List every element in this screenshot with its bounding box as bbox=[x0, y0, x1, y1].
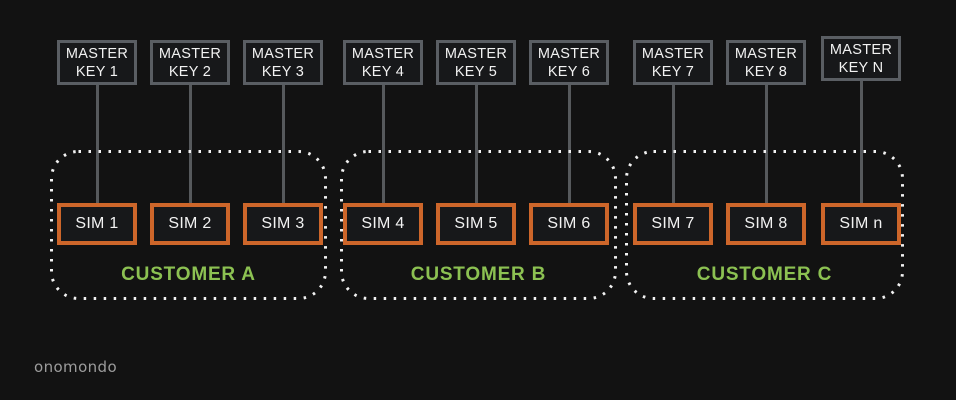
master-key-4-box: MASTER KEY 4 bbox=[343, 40, 423, 85]
sim-4-box: SIM 4 bbox=[343, 203, 423, 245]
customer-b-dotted-border bbox=[340, 150, 617, 300]
sim-1-label: SIM 1 bbox=[75, 215, 119, 232]
master-key-4-label-line1: MASTER bbox=[351, 45, 415, 62]
sim-2-box: SIM 2 bbox=[150, 203, 230, 245]
customer-c-dotted-border bbox=[625, 150, 904, 300]
sim-8-label: SIM 8 bbox=[744, 215, 788, 232]
master-key-6-label-line1: MASTER bbox=[537, 45, 601, 62]
master-key-2-box: MASTER KEY 2 bbox=[150, 40, 230, 85]
sim-6-label: SIM 6 bbox=[547, 215, 591, 232]
sim-5-label: SIM 5 bbox=[454, 215, 498, 232]
master-key-3-label-line1: MASTER bbox=[251, 45, 315, 62]
master-key-n-label-line1: MASTER bbox=[829, 41, 893, 58]
master-key-6-box: MASTER KEY 6 bbox=[529, 40, 609, 85]
sim-n-label: SIM n bbox=[839, 215, 883, 232]
master-key-n-label-line2: KEY N bbox=[838, 59, 884, 76]
master-key-8-label-line1: MASTER bbox=[734, 45, 798, 62]
master-key-1-label-line1: MASTER bbox=[65, 45, 129, 62]
connector-line-4 bbox=[381, 85, 385, 204]
master-key-1-box: MASTER KEY 1 bbox=[57, 40, 137, 85]
connector-line-n bbox=[859, 81, 863, 204]
customer-a-dotted-border bbox=[50, 150, 327, 300]
customer-b-label: CUSTOMER B bbox=[410, 264, 547, 285]
master-key-5-label-line2: KEY 5 bbox=[454, 63, 498, 80]
sim-6-box: SIM 6 bbox=[529, 203, 609, 245]
connector-line-5 bbox=[474, 85, 478, 204]
master-key-4-label-line2: KEY 4 bbox=[361, 63, 405, 80]
connector-line-3 bbox=[281, 85, 285, 204]
sim-8-box: SIM 8 bbox=[726, 203, 806, 245]
master-key-3-box: MASTER KEY 3 bbox=[243, 40, 323, 85]
connector-line-7 bbox=[671, 85, 675, 204]
master-key-8-label-line2: KEY 8 bbox=[744, 63, 788, 80]
customer-c-group: SIM 7 SIM 8 SIM n CUSTOMER C bbox=[625, 150, 904, 300]
master-key-8-box: MASTER KEY 8 bbox=[726, 40, 806, 85]
master-key-7-box: MASTER KEY 7 bbox=[633, 40, 713, 85]
master-key-5-box: MASTER KEY 5 bbox=[436, 40, 516, 85]
master-key-7-label-line1: MASTER bbox=[641, 45, 705, 62]
connector-line-6 bbox=[567, 85, 571, 204]
sim-5-box: SIM 5 bbox=[436, 203, 516, 245]
master-key-n-box: MASTER KEY N bbox=[821, 36, 901, 81]
master-key-7-label-line2: KEY 7 bbox=[651, 63, 695, 80]
onomondo-logo: onomondo bbox=[34, 358, 118, 376]
sim-3-box: SIM 3 bbox=[243, 203, 323, 245]
master-key-2-label-line2: KEY 2 bbox=[168, 63, 212, 80]
sim-1-box: SIM 1 bbox=[57, 203, 137, 245]
customer-a-group: SIM 1 SIM 2 SIM 3 CUSTOMER A bbox=[50, 150, 327, 300]
master-key-3-label-line2: KEY 3 bbox=[261, 63, 305, 80]
customer-b-group: SIM 4 SIM 5 SIM 6 CUSTOMER B bbox=[340, 150, 617, 300]
sim-7-label: SIM 7 bbox=[651, 215, 695, 232]
sim-4-label: SIM 4 bbox=[361, 215, 405, 232]
connector-line-2 bbox=[188, 85, 192, 204]
master-key-1-label-line2: KEY 1 bbox=[75, 63, 119, 80]
connector-line-8 bbox=[764, 85, 768, 204]
master-key-2-label-line1: MASTER bbox=[158, 45, 222, 62]
master-key-5-label-line1: MASTER bbox=[444, 45, 508, 62]
customer-c-label: CUSTOMER C bbox=[696, 264, 833, 285]
sim-3-label: SIM 3 bbox=[261, 215, 305, 232]
sim-n-box: SIM n bbox=[821, 203, 901, 245]
sim-7-box: SIM 7 bbox=[633, 203, 713, 245]
sim-2-label: SIM 2 bbox=[168, 215, 212, 232]
customer-a-label: CUSTOMER A bbox=[121, 264, 256, 285]
master-key-6-label-line2: KEY 6 bbox=[547, 63, 591, 80]
connector-line-1 bbox=[95, 85, 99, 204]
